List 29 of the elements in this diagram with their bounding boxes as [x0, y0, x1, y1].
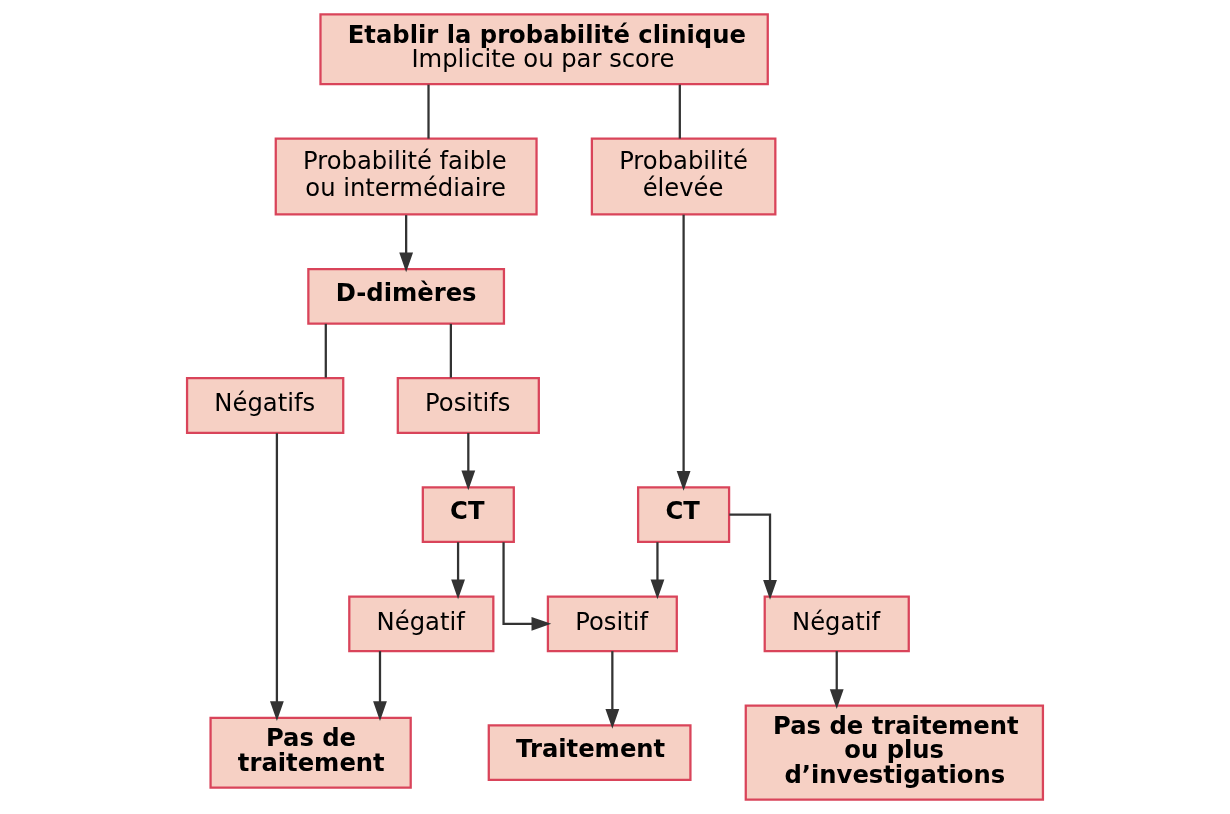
node-box: CT: [637, 486, 731, 544]
arrow: [502, 542, 552, 631]
arrow: [829, 651, 844, 710]
connector: [449, 323, 452, 378]
arrow: [373, 651, 387, 721]
node-box: Positif: [546, 595, 678, 653]
node-box: Probabilité faible ou intermédiaire: [274, 137, 538, 216]
node-box: Probabilité élevée: [590, 137, 777, 216]
node-box: Négatif: [763, 595, 910, 653]
arrow: [461, 433, 476, 491]
arrow: [650, 542, 665, 600]
node-box: CT: [421, 486, 515, 544]
node-box: Négatif: [348, 595, 495, 653]
node-box: Etablir la probabilité clinique Implicite ou par score: [319, 13, 769, 86]
arrow: [729, 513, 777, 600]
connector: [427, 84, 430, 139]
arrow: [399, 215, 414, 273]
node-box: Pas de traitement ou plus d’investigations: [744, 704, 1045, 801]
arrow: [270, 433, 284, 722]
arrow: [451, 542, 465, 600]
node-box: Traitement: [487, 724, 692, 782]
connector: [324, 323, 327, 378]
node-box: Pas de traitement: [209, 716, 412, 789]
connector: [678, 84, 681, 139]
arrow: [605, 651, 620, 729]
node-box: Positifs: [396, 377, 540, 434]
node-box: D-dimères: [307, 267, 506, 325]
node-box: Négatifs: [185, 377, 345, 434]
arrow: [676, 214, 691, 491]
